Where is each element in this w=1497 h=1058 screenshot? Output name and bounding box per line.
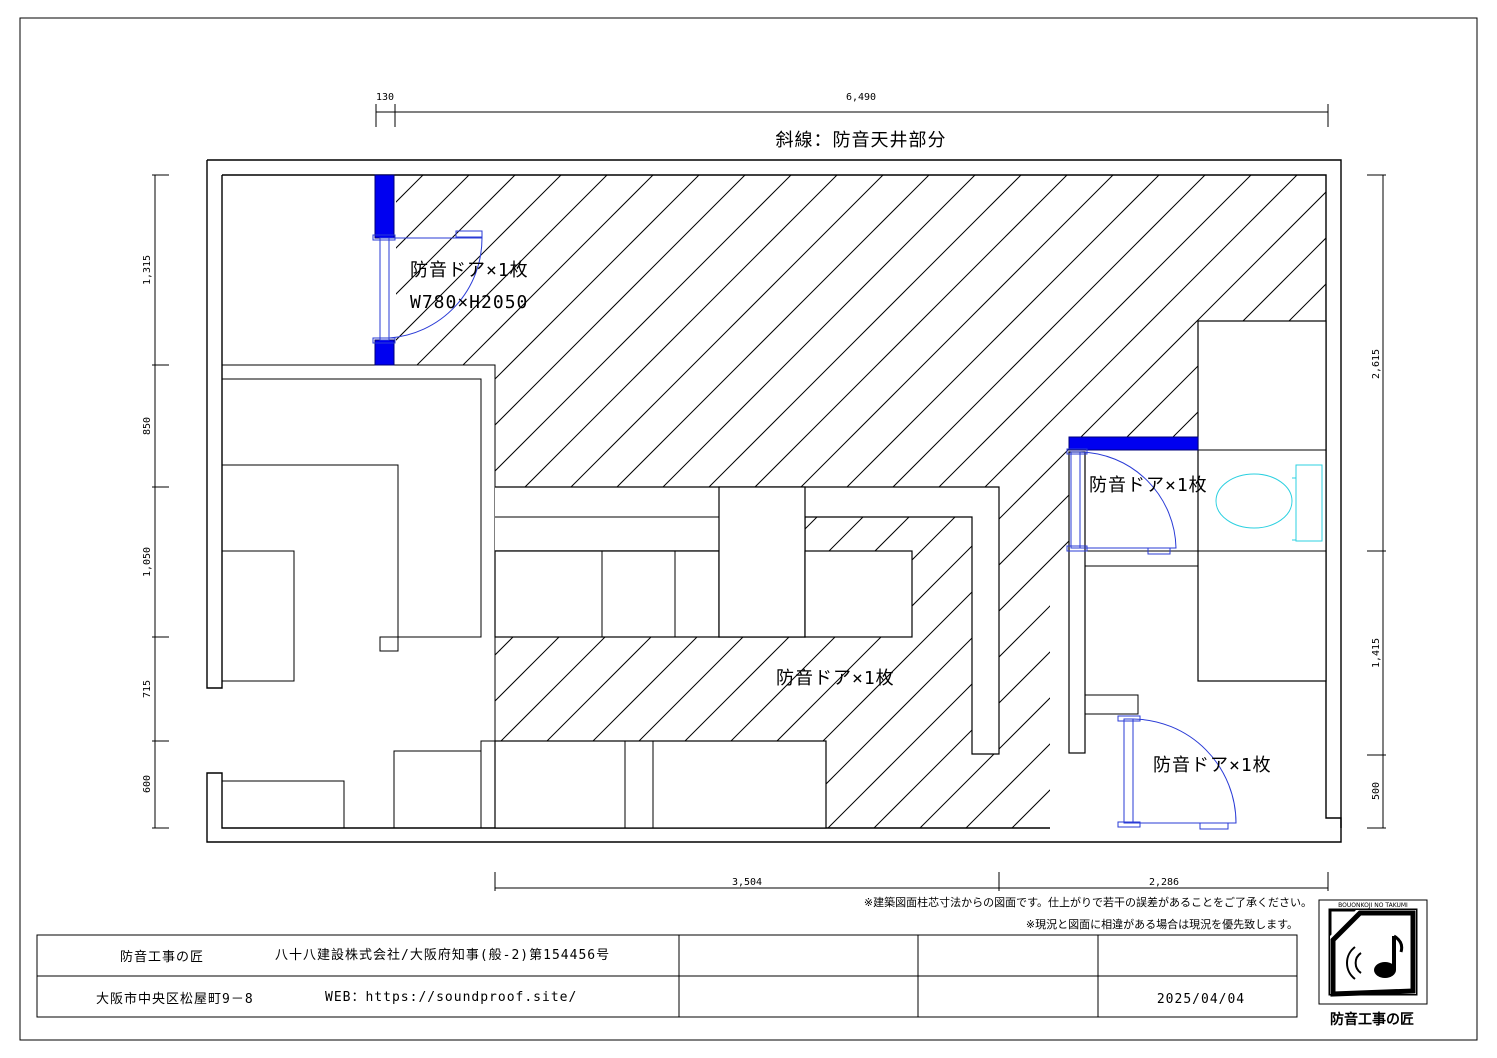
dim-right: 2,615 1,415 500 — [1367, 174, 1386, 829]
door-1-label: 防音ドア×1枚 — [410, 260, 529, 281]
company-license: 八十八建設株式会社/大阪府知事(般-2)第154456号 — [275, 947, 610, 963]
dim-left-715: 715 — [142, 680, 153, 698]
logo-ring-text: BOUONKOJI NO TAKUMI — [1338, 902, 1408, 909]
soundproof-wall-right — [1068, 436, 1199, 451]
dim-bottom-3504: 3,504 — [732, 877, 762, 888]
note-2: ※現況と図面に相違がある場合は現況を優先致します。 — [1026, 917, 1298, 931]
dim-top: 130 6,490 — [375, 92, 1329, 127]
toilet-icon — [1215, 464, 1323, 542]
dim-right-500: 500 — [1371, 782, 1382, 800]
door-4-label: 防音ドア×1枚 — [1153, 755, 1272, 776]
left-fixtures — [221, 364, 496, 829]
logo-caption: 防音工事の匠 — [1330, 1011, 1414, 1028]
company-address: 大阪市中央区松屋町9－8 — [96, 991, 254, 1007]
company-logo: BOUONKOJI NO TAKUMI 防音工事の匠 — [1318, 899, 1428, 1028]
dim-left: 1,315 850 1,050 715 600 — [142, 174, 169, 829]
central-counter — [494, 486, 1000, 829]
dim-right-2615: 2,615 — [1371, 349, 1382, 379]
dim-left-1050: 1,050 — [142, 547, 153, 577]
note-1: ※建築図面柱芯寸法からの図面です。仕上がりで若干の誤差があることをご了承ください… — [864, 895, 1312, 909]
dim-left-850: 850 — [142, 417, 153, 435]
door-1 — [372, 230, 483, 344]
dim-left-1315: 1,315 — [142, 255, 153, 285]
door-3 — [1117, 715, 1237, 830]
dim-bottom: 3,504 2,286 — [494, 872, 1329, 891]
door-1-size: W780×H2050 — [410, 292, 528, 313]
soundproof-wall-top — [374, 174, 395, 239]
dim-top-6490: 6,490 — [846, 92, 876, 103]
door-2-label: 防音ドア×1枚 — [1089, 475, 1208, 496]
title-block — [36, 934, 1298, 1018]
company-web: WEB：https://soundproof.site/ — [325, 990, 577, 1005]
door-3-label: 防音ドア×1枚 — [776, 668, 895, 689]
sheet-border — [19, 17, 1478, 1041]
dim-left-600: 600 — [142, 775, 153, 793]
drawing-title: 斜線：防音天井部分 — [776, 130, 947, 151]
soundproof-wall-lower — [374, 339, 395, 366]
dim-right-1415: 1,415 — [1371, 638, 1382, 668]
drawing-date: 2025/04/04 — [1157, 992, 1245, 1007]
door-2 — [1066, 448, 1177, 555]
company-name: 防音工事の匠 — [120, 949, 204, 965]
right-rooms — [1068, 320, 1327, 754]
dim-bottom-2286: 2,286 — [1149, 877, 1179, 888]
dim-top-130: 130 — [376, 92, 394, 103]
